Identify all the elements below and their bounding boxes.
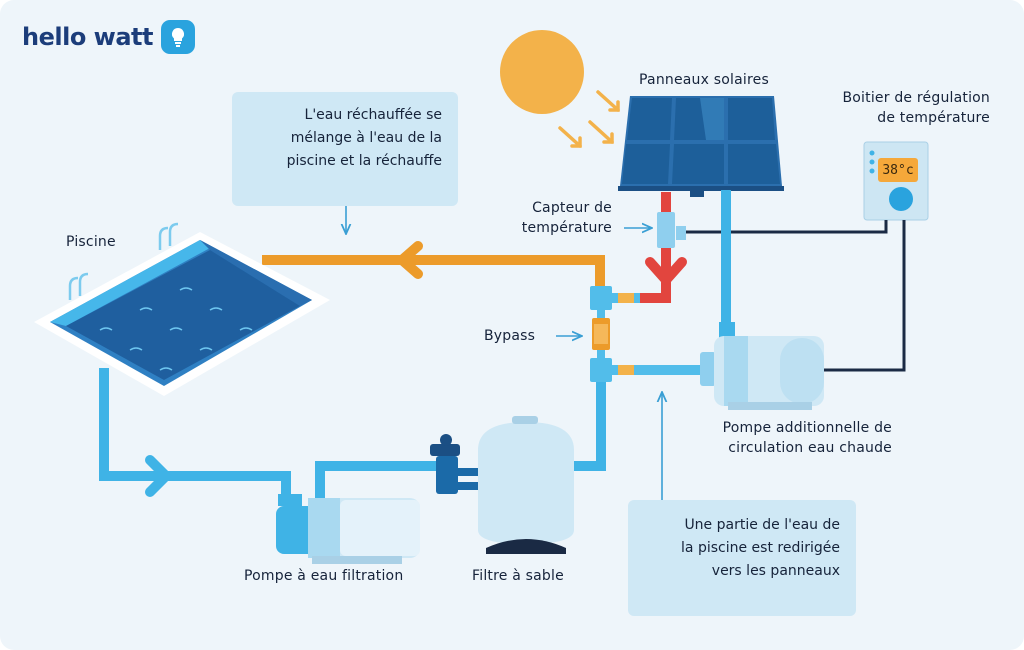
- valve-icon: [590, 286, 700, 382]
- label-bypass: Bypass: [484, 328, 536, 344]
- pump-icon: [700, 336, 824, 410]
- callout-redirected-water: Une partie de l'eau de la piscine est re…: [628, 500, 856, 616]
- label-regulation-box: Boitier de régulation de température: [842, 90, 990, 127]
- label-solar-panels: Panneaux solaires: [639, 72, 769, 88]
- bulb-icon: [160, 20, 195, 54]
- solar-panel-icon: [618, 96, 784, 197]
- filter-icon: [430, 416, 574, 554]
- label-temp-sensor: Capteur de température: [521, 200, 612, 237]
- sun-icon: [500, 30, 620, 148]
- brand-name: hello watt: [22, 23, 153, 51]
- thermostat-display: 38°c: [878, 158, 918, 182]
- pump-icon: [276, 494, 420, 564]
- pool-icon: [34, 222, 330, 396]
- label-sand-filter: Filtre à sable: [472, 568, 564, 584]
- brand-logo: hello watt: [22, 20, 195, 54]
- label-filtration-pump: Pompe à eau filtration: [244, 568, 404, 584]
- label-pool: Piscine: [66, 234, 116, 250]
- callout-heated-water: L'eau réchauffée se mélange à l'eau de l…: [232, 92, 458, 206]
- label-extra-pump: Pompe additionnelle de circulation eau c…: [722, 420, 892, 457]
